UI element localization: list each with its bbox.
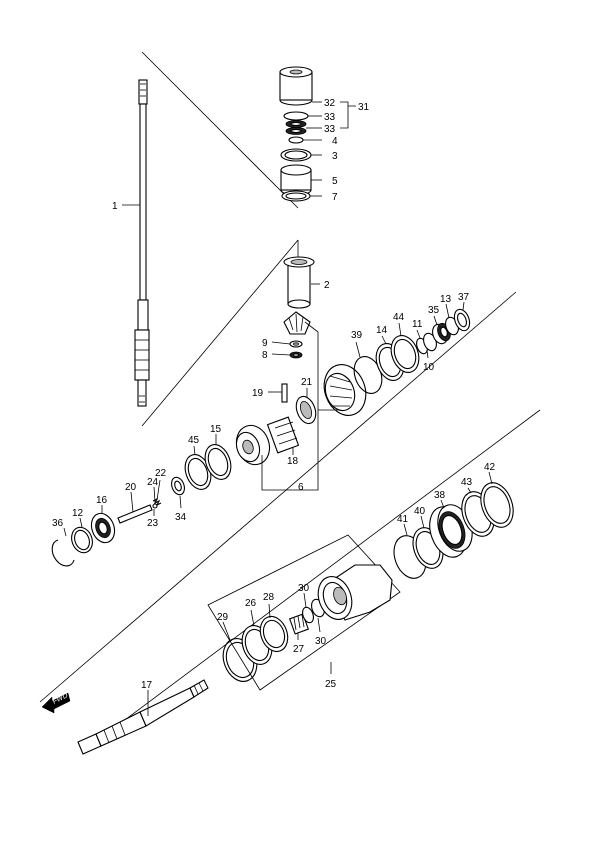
callout-32: 32 [324,98,336,109]
carrier-assembly [207,534,401,691]
callout-31: 31 [358,102,370,113]
callout-24: 24 [147,477,159,488]
callout-23: 23 [147,518,159,529]
frame-lines [39,51,541,753]
callout-8: 8 [262,350,268,361]
callout-27: 27 [293,644,305,655]
callout-33b: 33 [324,124,336,135]
callout-35: 35 [428,305,440,316]
fwd-arrow-icon [41,692,71,714]
callout-4: 4 [332,136,338,147]
callout-3: 3 [332,151,338,162]
callout-2: 2 [324,280,330,291]
callout-33a: 33 [324,112,336,123]
callout-18: 18 [287,456,299,467]
callout-45: 45 [188,435,200,446]
callout-6: 6 [298,482,304,493]
fwd-arrow: FWD [41,692,71,714]
callout-9: 9 [262,338,268,349]
callouts: 1 32 33 33 31 4 3 5 7 2 9 8 19 21 18 6 3… [52,98,496,691]
callout-21: 21 [301,377,313,388]
callout-11: 11 [412,319,423,330]
callout-12: 12 [72,508,84,519]
callout-30a: 30 [298,583,310,594]
callout-39: 39 [351,330,363,341]
callout-26: 26 [245,598,257,609]
callout-44: 44 [393,312,405,323]
callout-14: 14 [376,325,388,336]
callout-10: 10 [423,362,435,373]
callout-22: 22 [155,468,167,479]
drive-shaft [134,79,150,407]
callout-43: 43 [461,477,473,488]
pinion-gear-and-nut [283,311,311,359]
lower-left-parts [51,308,471,567]
bushing [283,256,315,309]
callout-25: 25 [325,679,337,690]
callout-20: 20 [125,482,137,493]
callout-13: 13 [440,294,452,305]
callout-41: 41 [397,514,409,525]
callout-36: 36 [52,518,64,529]
callout-7: 7 [332,192,338,203]
upper-bearing-stack [279,66,313,202]
leader-lines [63,101,493,716]
callout-5: 5 [332,176,338,187]
callout-37: 37 [458,292,470,303]
callout-28: 28 [263,592,275,603]
propeller-shaft [77,679,209,755]
callout-16: 16 [96,495,108,506]
callout-19: 19 [252,388,264,399]
roller-bearing-group [393,482,514,579]
callout-42: 42 [484,462,496,473]
callout-30b: 30 [315,636,327,647]
callout-40: 40 [414,506,426,517]
callout-38: 38 [434,490,446,501]
callout-1: 1 [112,201,118,212]
callout-15: 15 [210,424,222,435]
callout-29: 29 [217,612,229,623]
callout-17: 17 [141,680,153,691]
callout-34: 34 [175,512,187,523]
